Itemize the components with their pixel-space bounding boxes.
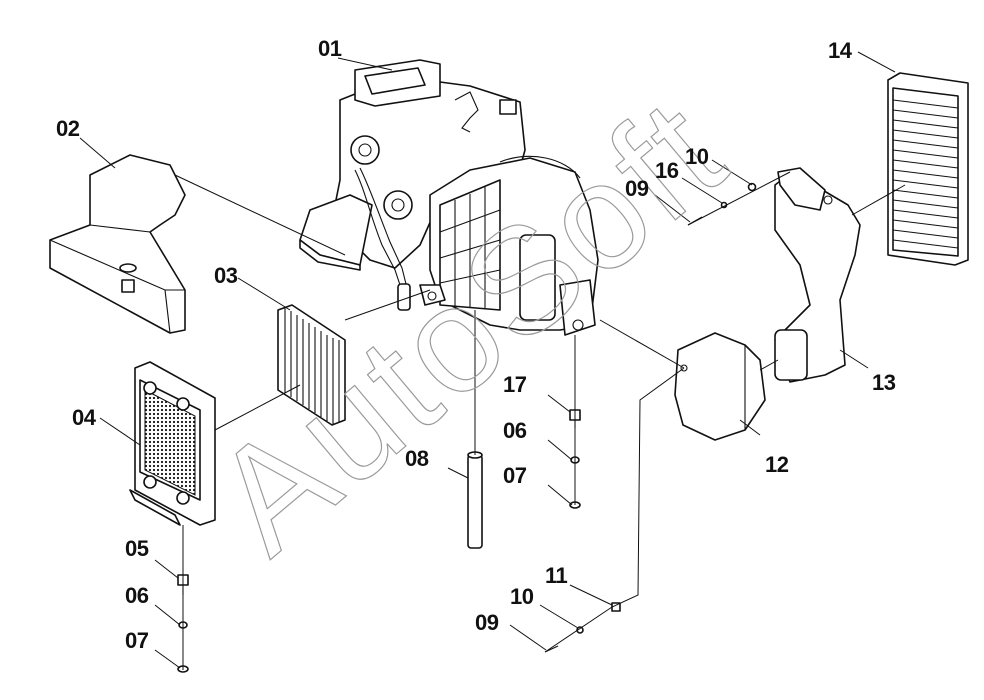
callout-09-top: 09	[625, 176, 649, 201]
leader-lines	[79, 51, 906, 670]
callout-17: 17	[503, 372, 527, 397]
callout-06-left: 06	[125, 583, 149, 608]
callout-02: 02	[56, 116, 80, 141]
callout-09-bottom: 09	[475, 610, 499, 635]
part-08-drain-pipe	[467, 451, 483, 549]
callout-16: 16	[655, 158, 679, 183]
callout-03: 03	[214, 263, 238, 288]
part-04-filter-plate	[129, 361, 216, 526]
callout-10-top: 10	[685, 144, 709, 169]
callout-11: 11	[545, 563, 568, 588]
callout-13: 13	[872, 370, 896, 395]
callout-01: 01	[318, 36, 342, 61]
callout-labels: 01 02 03 04 05 06 07 17 06 07 08 09 16 1…	[56, 36, 896, 653]
part-02-air-duct	[49, 154, 186, 334]
callout-08: 08	[405, 446, 429, 471]
callout-14: 14	[828, 38, 853, 63]
callout-06-middle: 06	[503, 418, 527, 443]
part-12-blower-cover	[674, 332, 766, 441]
callout-07-middle: 07	[503, 463, 527, 488]
part-14-cabin-filter	[887, 72, 969, 266]
callout-07-left: 07	[125, 628, 149, 653]
callout-10-bottom: 10	[510, 584, 534, 609]
part-01-housing	[299, 59, 599, 336]
part-13-duct-elbow	[774, 167, 861, 383]
callout-04: 04	[72, 405, 97, 430]
part-03-heater-core	[277, 304, 346, 426]
callout-12: 12	[765, 452, 789, 477]
callout-05: 05	[125, 536, 149, 561]
